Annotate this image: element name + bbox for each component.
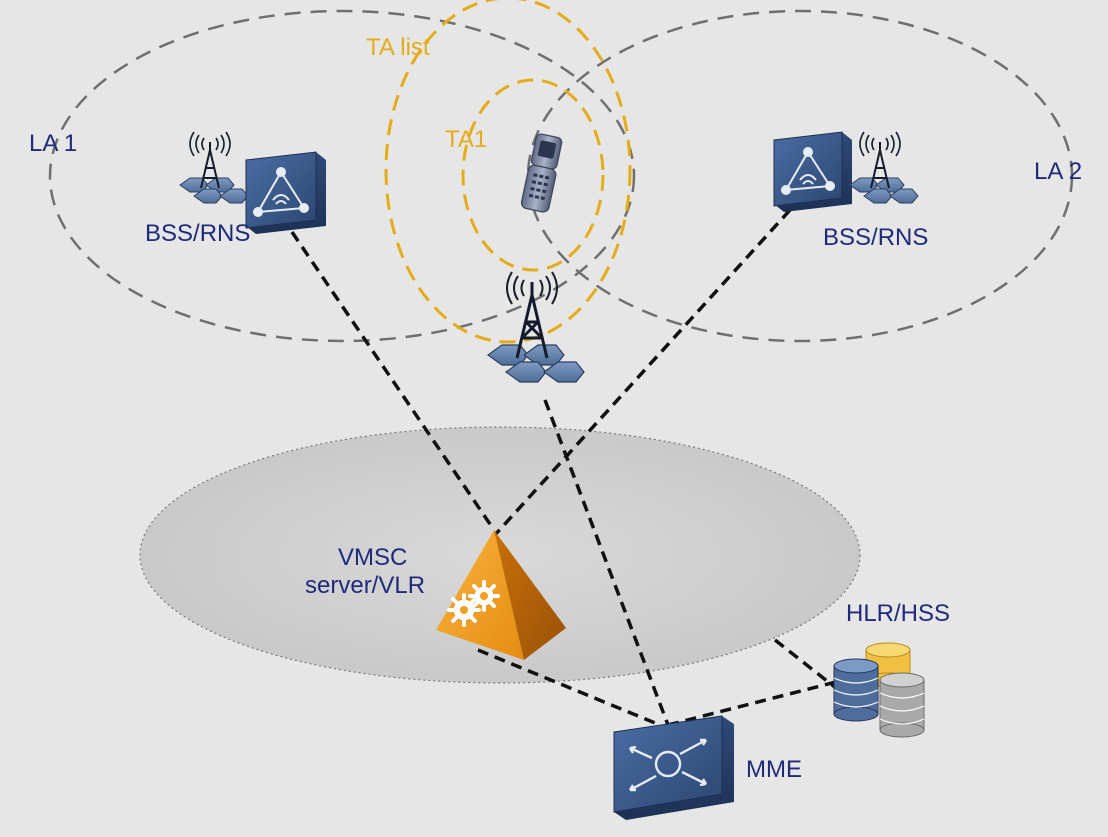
bss-left-label: BSS/RNS <box>145 220 251 247</box>
mme-label: MME <box>746 756 802 783</box>
ta1-boundary <box>461 78 605 272</box>
vmsc-label-line2: server/VLR <box>305 572 426 599</box>
vmsc-server-icon <box>436 530 566 660</box>
ta1-label: TA1 <box>445 126 488 153</box>
links <box>290 208 838 727</box>
bss-right-label: BSS/RNS <box>823 224 929 251</box>
base-station-controller-icon <box>773 131 852 212</box>
mobile-phone-icon <box>520 133 563 213</box>
base-station-controller-icon <box>245 151 326 234</box>
link-bss-left-vmsc <box>290 231 496 531</box>
mme-router-icon <box>613 715 734 820</box>
cell-tower-icon <box>486 271 585 383</box>
database-stack-icon <box>833 642 925 738</box>
ta-list-boundary <box>384 0 632 344</box>
link-tower-mme <box>543 399 670 726</box>
vmsc-label-line1: VMSC <box>338 544 408 571</box>
cell-tower-icon <box>179 131 249 204</box>
la1-label: LA 1 <box>29 130 78 157</box>
la1-boundary <box>48 9 636 343</box>
la2-label: LA 2 <box>1034 158 1083 185</box>
cell-tower-icon <box>849 131 919 204</box>
la2-boundary <box>526 9 1074 343</box>
link-mme-hlr <box>667 680 837 727</box>
hlr-hss-label: HLR/HSS <box>846 600 951 627</box>
ta-list-label: TA list <box>366 34 430 61</box>
link-vmsc-mme <box>477 648 661 727</box>
link-core-hlr <box>773 638 838 690</box>
link-bss-right-vmsc <box>492 208 792 538</box>
